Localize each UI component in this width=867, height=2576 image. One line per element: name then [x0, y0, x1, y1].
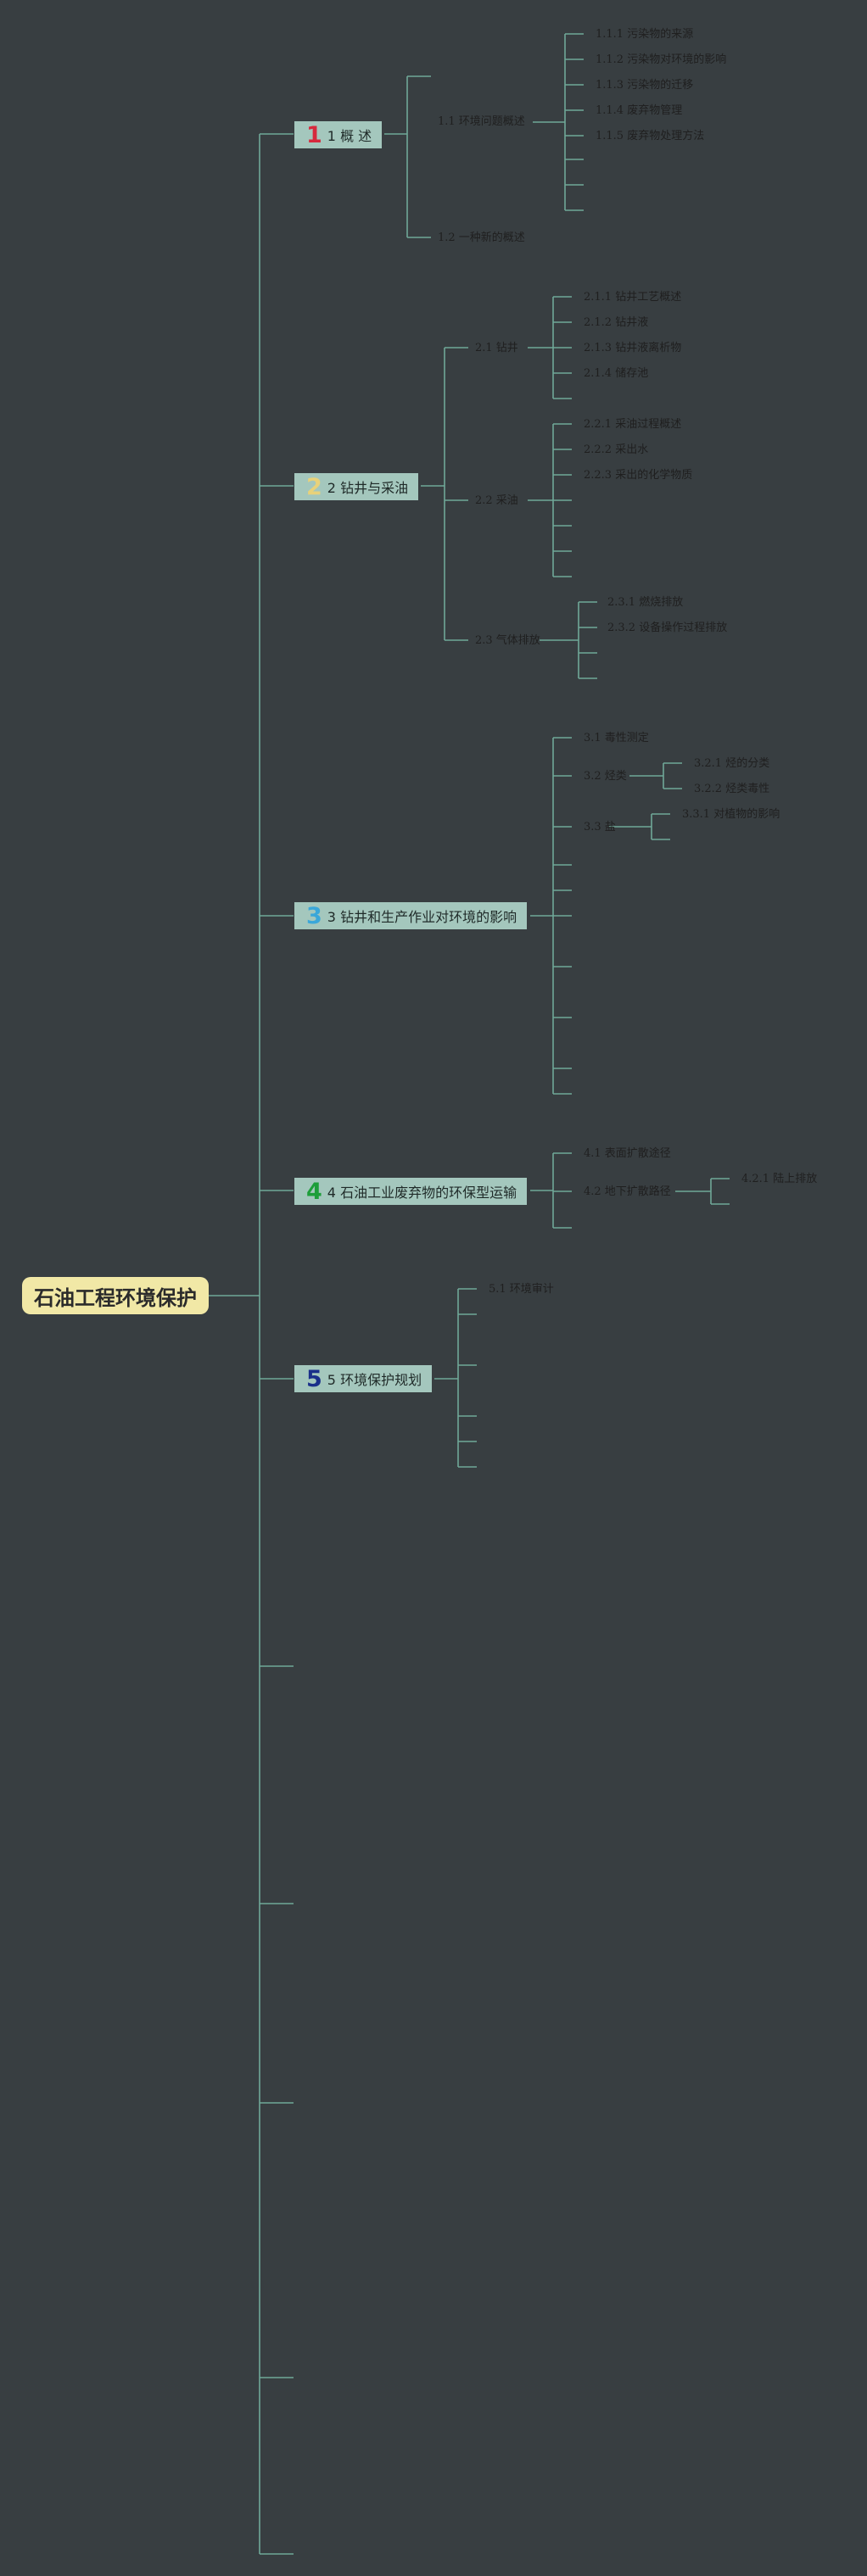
subtopic-4-1[interactable]: 4.1 表面扩散途径 [584, 1147, 671, 1160]
subtopic-3-3-1[interactable]: 3.3.1 对植物的影响 [682, 808, 780, 821]
subtopic-1-1-3[interactable]: 1.1.3 污染物的迁移 [596, 79, 694, 92]
subtopic-2-2-1[interactable]: 2.2.1 采油过程概述 [584, 418, 682, 431]
subtopic-3-2-2[interactable]: 3.2.2 烃类毒性 [694, 783, 770, 795]
topic-2-label: 2 钻井与采油 [327, 480, 409, 496]
subtopic-2-3-2[interactable]: 2.3.2 设备操作过程排放 [607, 622, 728, 634]
subtopic-2-3[interactable]: 2.3 气体排放 [475, 634, 540, 647]
subtopic-3-3[interactable]: 3.3 盐 [584, 821, 616, 834]
topic-3-number: 3 [306, 902, 322, 929]
subtopic-2-1-2[interactable]: 2.1.2 钻井液 [584, 316, 649, 329]
subtopic-1-1[interactable]: 1.1 环境问题概述 [438, 115, 525, 128]
subtopic-3-2-1[interactable]: 3.2.1 烃的分类 [694, 757, 770, 770]
subtopic-2-1[interactable]: 2.1 钻井 [475, 342, 518, 354]
root-topic[interactable]: 石油工程环境保护 [22, 1277, 209, 1314]
topic-4[interactable]: 4 4 石油工业废弃物的环保型运输 [294, 1178, 528, 1205]
subtopic-4-2-1[interactable]: 4.2.1 陆上排放 [741, 1173, 818, 1185]
subtopic-2-2-3[interactable]: 2.2.3 采出的化学物质 [584, 469, 693, 482]
subtopic-4-2[interactable]: 4.2 地下扩散路径 [584, 1185, 671, 1198]
subtopic-2-1-4[interactable]: 2.1.4 储存池 [584, 367, 649, 380]
subtopic-2-1-1[interactable]: 2.1.1 钻井工艺概述 [584, 291, 682, 304]
topic-2[interactable]: 2 2 钻井与采油 [294, 473, 419, 500]
topic-3[interactable]: 3 3 钻井和生产作业对环境的影响 [294, 902, 528, 929]
topic-1[interactable]: 1 1 概 述 [294, 121, 383, 148]
subtopic-2-2-2[interactable]: 2.2.2 采出水 [584, 443, 649, 456]
topic-1-number: 1 [306, 121, 322, 148]
topic-5-number: 5 [306, 1365, 322, 1392]
subtopic-5-1[interactable]: 5.1 环境审计 [489, 1283, 554, 1296]
subtopic-1-1-5[interactable]: 1.1.5 废弃物处理方法 [596, 130, 705, 142]
topic-5[interactable]: 5 5 环境保护规划 [294, 1365, 433, 1392]
topic-1-label: 1 概 述 [327, 128, 372, 144]
subtopic-1-1-2[interactable]: 1.1.2 污染物对环境的影响 [596, 53, 727, 66]
topic-3-label: 3 钻井和生产作业对环境的影响 [327, 909, 517, 925]
topic-4-number: 4 [306, 1178, 322, 1205]
subtopic-1-2[interactable]: 1.2 一种新的概述 [438, 231, 525, 244]
subtopic-2-2[interactable]: 2.2 采油 [475, 494, 518, 507]
topic-4-label: 4 石油工业废弃物的环保型运输 [327, 1185, 517, 1201]
subtopic-2-3-1[interactable]: 2.3.1 燃烧排放 [607, 596, 684, 609]
subtopic-3-1[interactable]: 3.1 毒性测定 [584, 732, 649, 744]
subtopic-2-1-3[interactable]: 2.1.3 钻井液离析物 [584, 342, 682, 354]
subtopic-1-1-1[interactable]: 1.1.1 污染物的来源 [596, 28, 694, 41]
topic-2-number: 2 [306, 473, 322, 500]
subtopic-3-2[interactable]: 3.2 烃类 [584, 770, 627, 783]
topic-5-label: 5 环境保护规划 [327, 1372, 422, 1388]
subtopic-1-1-4[interactable]: 1.1.4 废弃物管理 [596, 104, 683, 117]
